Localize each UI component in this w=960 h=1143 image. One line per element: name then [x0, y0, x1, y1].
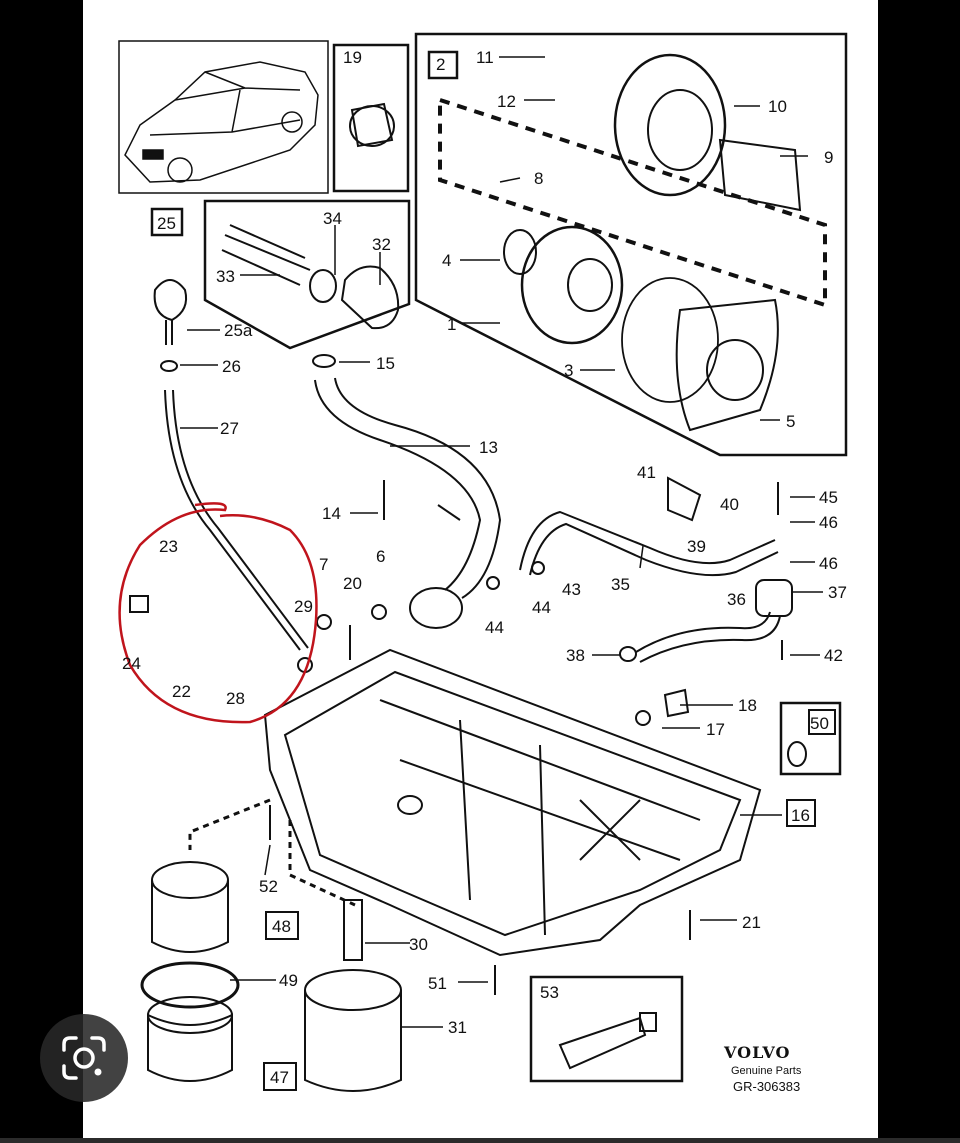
label-38: 38 [566, 646, 585, 665]
leader-lines [180, 56, 823, 1028]
label-46a: 46 [819, 513, 838, 532]
spin-on-filter [304, 899, 402, 1092]
label-2: 2 [436, 55, 445, 74]
label-11: 11 [476, 48, 494, 67]
part-50-box [779, 701, 842, 776]
label-48: 48 [272, 917, 291, 936]
reference-code: GR-306383 [733, 1079, 800, 1094]
label-47: 47 [270, 1068, 289, 1087]
label-29: 29 [294, 597, 313, 616]
dipstick-assembly [150, 207, 309, 651]
label-1: 1 [447, 315, 456, 334]
label-25a: 25a [224, 321, 253, 340]
label-26: 26 [222, 357, 241, 376]
label-6: 6 [376, 547, 385, 566]
diagram-sheet [83, 0, 878, 1143]
label-20: 20 [343, 574, 362, 593]
label-21: 21 [742, 913, 761, 932]
label-24: 24 [122, 654, 141, 673]
part-32-34-box [203, 199, 411, 350]
brand-logo: VOLVO [723, 1043, 791, 1062]
label-19: 19 [343, 48, 362, 67]
label-27: 27 [220, 419, 239, 438]
label-5: 5 [786, 412, 795, 431]
label-8: 8 [534, 169, 543, 188]
label-10: 10 [768, 97, 787, 116]
label-42: 42 [824, 646, 843, 665]
part-2-box [414, 32, 848, 457]
label-15: 15 [376, 354, 395, 373]
label-23: 23 [159, 537, 178, 556]
label-49: 49 [279, 971, 298, 990]
label-36: 36 [727, 590, 746, 609]
label-25: 25 [157, 214, 176, 233]
label-28: 28 [226, 689, 245, 708]
label-4: 4 [442, 251, 451, 270]
label-17: 17 [706, 720, 725, 739]
red-annotation-circle [118, 502, 318, 724]
label-18: 18 [738, 696, 757, 715]
label-41: 41 [637, 463, 656, 482]
part-19-box [332, 43, 410, 193]
label-boxes [263, 799, 816, 1091]
label-12: 12 [497, 92, 516, 111]
label-39: 39 [687, 537, 706, 556]
lens-search-icon [62, 1036, 106, 1080]
label-43: 43 [562, 580, 581, 599]
label-44b: 44 [532, 598, 551, 617]
label-9: 9 [824, 148, 833, 167]
label-34: 34 [323, 209, 342, 228]
bolts [129, 480, 783, 995]
label-53: 53 [540, 983, 559, 1002]
label-3: 3 [564, 361, 573, 380]
label-7: 7 [319, 555, 328, 574]
oil-pan [263, 648, 762, 957]
label-35: 35 [611, 575, 630, 594]
label-31: 31 [448, 1018, 467, 1037]
label-45: 45 [819, 488, 838, 507]
bottom-bar [0, 1138, 960, 1143]
label-14: 14 [322, 504, 341, 523]
oil-filter-housing [140, 798, 356, 1082]
car-thumbnail [118, 40, 329, 194]
label-52: 52 [259, 877, 278, 896]
label-50: 50 [810, 714, 829, 733]
label-40: 40 [720, 495, 739, 514]
label-46b: 46 [819, 554, 838, 573]
label-44a: 44 [485, 618, 504, 637]
label-30: 30 [409, 935, 428, 954]
oil-pipes [519, 476, 793, 663]
label-22: 22 [172, 682, 191, 701]
label-51: 51 [428, 974, 447, 993]
part-53-box [529, 975, 684, 1083]
label-16: 16 [791, 806, 810, 825]
label-13: 13 [479, 438, 498, 457]
label-33: 33 [216, 267, 235, 286]
lens-search-button[interactable] [40, 1014, 128, 1102]
label-32: 32 [372, 235, 391, 254]
oil-pickup-tube [312, 354, 502, 629]
part-labels: 19 2 11 12 10 9 8 4 1 3 5 25 34 32 33 25… [122, 48, 847, 1087]
brand-subtitle: Genuine Parts [731, 1065, 802, 1077]
label-37: 37 [828, 583, 847, 602]
